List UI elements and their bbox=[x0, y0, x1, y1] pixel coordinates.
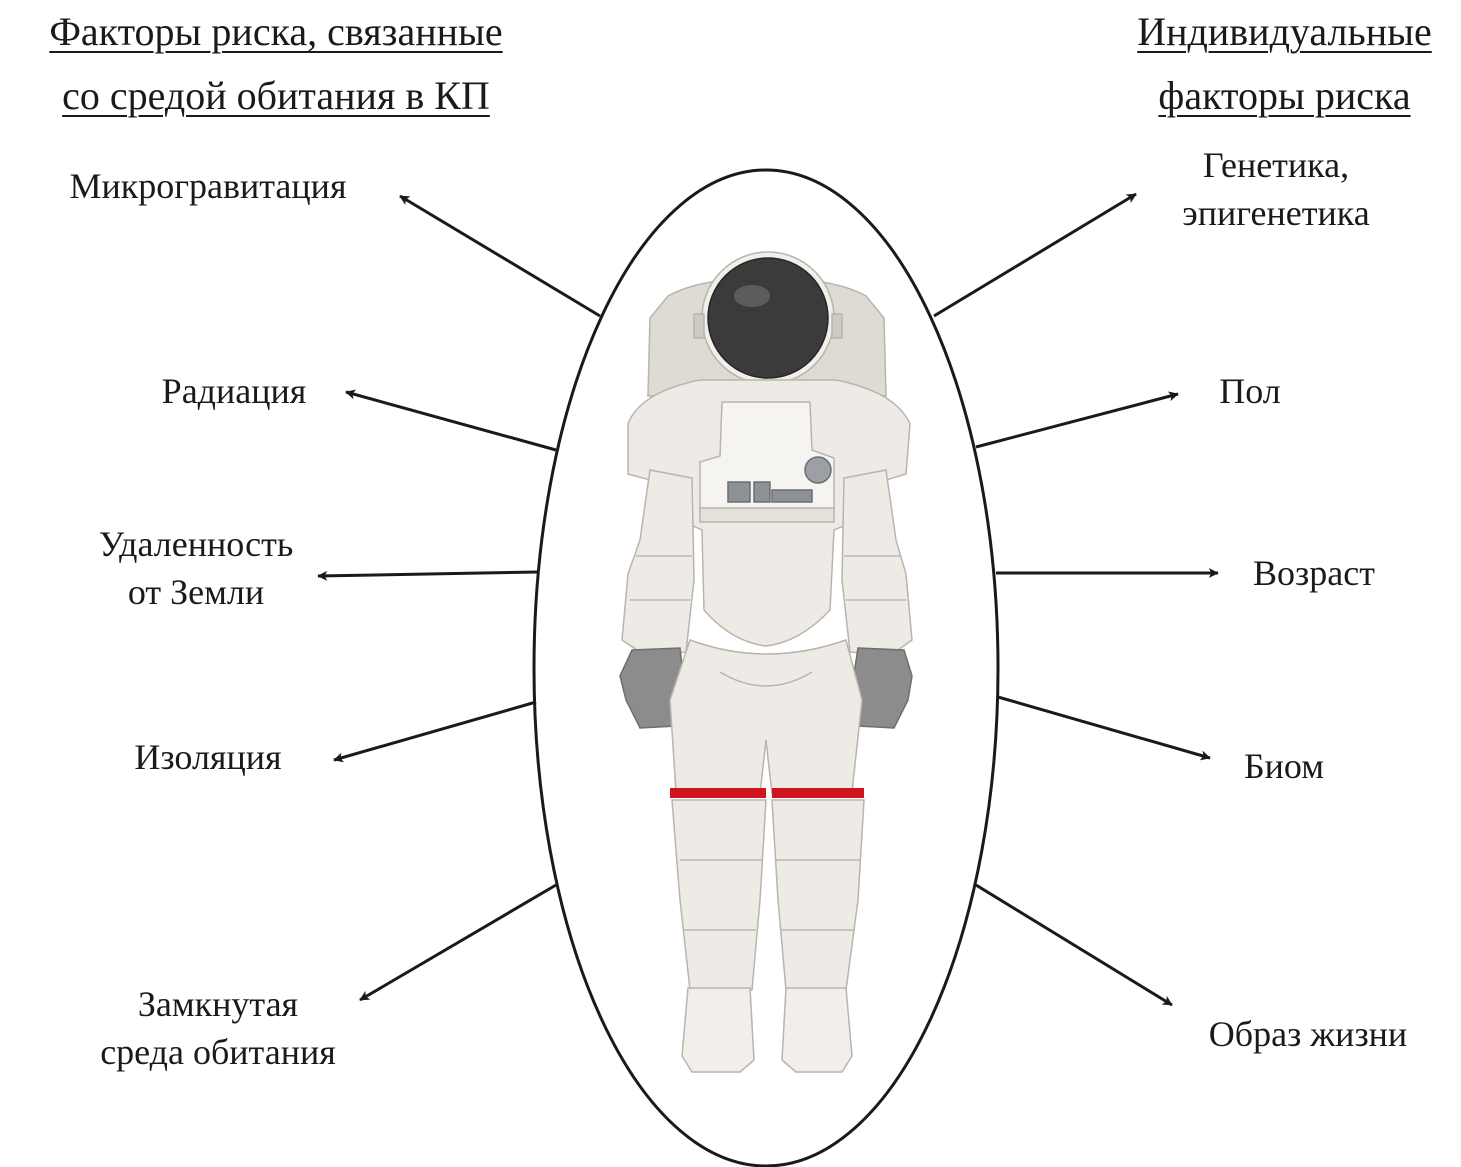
suit-patch bbox=[804, 456, 832, 484]
factor-distance-line1: Удаленность bbox=[98, 524, 294, 564]
factor-age: Возраст bbox=[1224, 549, 1404, 597]
factor-radiation: Радиация bbox=[134, 367, 334, 415]
factor-microgravity: Микрогравитация bbox=[38, 162, 378, 210]
right-heading-line1: Индивидуальные bbox=[1137, 9, 1432, 54]
factor-genetics-line2: эпигенетика bbox=[1182, 193, 1370, 233]
arrow-distance bbox=[317, 570, 539, 581]
hips bbox=[669, 639, 863, 795]
right-heading-line2: факторы риска bbox=[1158, 73, 1411, 118]
control-unit bbox=[699, 507, 835, 523]
factor-genetics-line1: Генетика, bbox=[1202, 145, 1350, 185]
left-glove bbox=[619, 647, 687, 729]
astronaut-figure bbox=[619, 251, 913, 1073]
factor-closed-habitat: Замкнутая среда обитания bbox=[58, 980, 378, 1076]
factor-lifestyle-text: Образ жизни bbox=[1208, 1014, 1408, 1054]
visor bbox=[707, 257, 829, 379]
arrow-isolation bbox=[333, 700, 537, 763]
factor-biome: Биом bbox=[1214, 742, 1354, 790]
arrow-lifestyle bbox=[975, 883, 1173, 1007]
right-knee-stripe bbox=[772, 788, 864, 798]
arrow-genetics bbox=[933, 192, 1137, 318]
arrow-biome bbox=[997, 695, 1211, 761]
factor-lifestyle: Образ жизни bbox=[1170, 1010, 1446, 1058]
arrow-sex bbox=[975, 391, 1179, 449]
factor-isolation: Изоляция bbox=[98, 733, 318, 781]
factor-isolation-text: Изоляция bbox=[134, 737, 282, 777]
factor-age-text: Возраст bbox=[1253, 553, 1375, 593]
factor-biome-text: Биом bbox=[1243, 746, 1325, 786]
factor-distance-line2: от Земли bbox=[127, 572, 265, 612]
right-arm bbox=[841, 469, 913, 657]
factor-radiation-text: Радиация bbox=[161, 371, 307, 411]
left-heading: Факторы риска, связанные со средой обита… bbox=[0, 0, 552, 128]
right-boot bbox=[781, 987, 853, 1073]
factor-distance-from-earth: Удаленность от Земли bbox=[56, 520, 336, 616]
left-arm bbox=[621, 469, 695, 657]
left-knee-stripe bbox=[670, 788, 766, 798]
factor-genetics: Генетика, эпигенетика bbox=[1138, 141, 1414, 237]
left-heading-line2: со средой обитания в КП bbox=[62, 73, 490, 118]
astronaut-ellipse bbox=[532, 168, 1000, 1167]
right-leg bbox=[771, 799, 865, 991]
left-boot bbox=[681, 987, 755, 1073]
factor-sex: Пол bbox=[1190, 367, 1310, 415]
right-heading: Индивидуальные факторы риска bbox=[1108, 0, 1461, 128]
factor-microgravity-text: Микрогравитация bbox=[69, 166, 347, 206]
factor-closed-habitat-line1: Замкнутая bbox=[137, 984, 299, 1024]
factor-closed-habitat-line2: среда обитания bbox=[100, 1032, 336, 1072]
arrow-radiation bbox=[345, 389, 557, 452]
left-heading-line1: Факторы риска, связанные bbox=[49, 9, 503, 54]
left-leg bbox=[671, 799, 767, 991]
arrow-microgravity bbox=[399, 194, 601, 318]
arrow-closed-habitat bbox=[359, 883, 557, 1002]
factor-sex-text: Пол bbox=[1219, 371, 1281, 411]
